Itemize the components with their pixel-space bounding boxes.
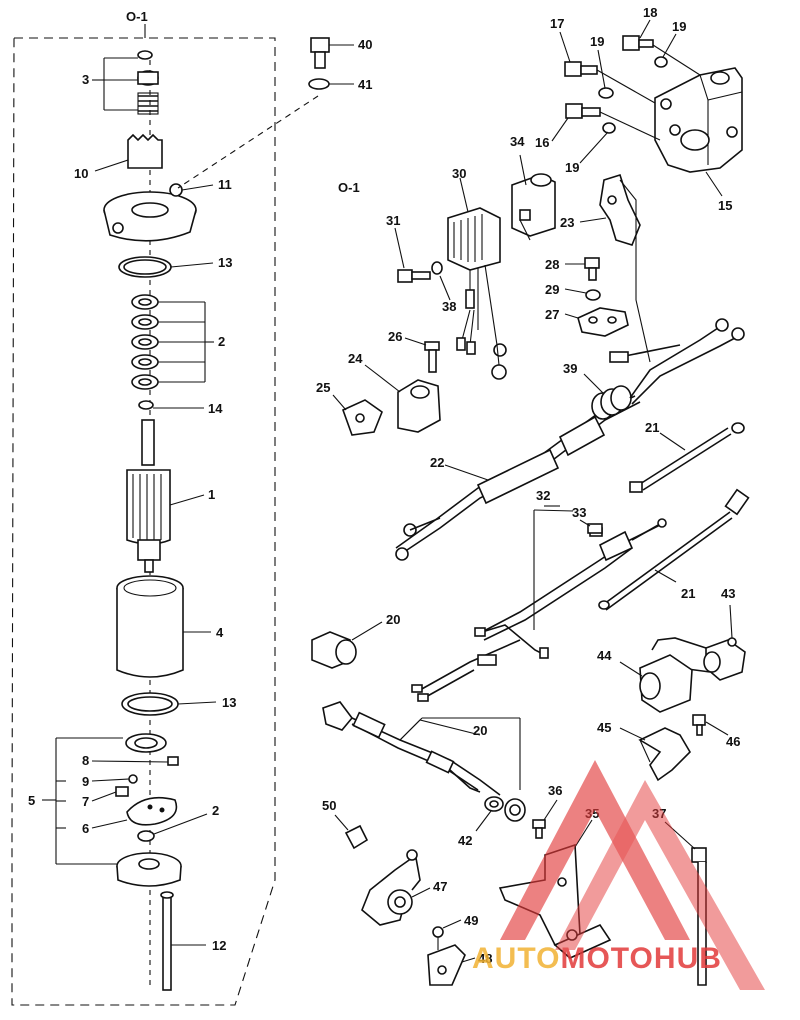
callout-47: 47: [433, 879, 447, 894]
frame-housing: [116, 575, 184, 678]
callout-42: 42: [458, 833, 472, 848]
callout-23: 23: [560, 215, 574, 230]
callout-25: 25: [316, 380, 330, 395]
upper-right-parts: [332, 19, 743, 436]
callout-20b: 20: [473, 723, 487, 738]
relay-group: [619, 604, 746, 782]
callout-9: 9: [82, 774, 89, 789]
callout-2a: 2: [218, 334, 225, 349]
watermark-triangle: [500, 760, 690, 940]
callout-8: 8: [82, 753, 89, 768]
callout-19a: 19: [672, 19, 686, 34]
terminal-block: [511, 173, 556, 237]
callout-15: 15: [718, 198, 732, 213]
callout-11: 11: [218, 177, 232, 192]
through-bolt: [160, 891, 174, 991]
callout-44: 44: [597, 648, 612, 663]
bolt-18: [622, 35, 654, 51]
callout-6: 6: [82, 821, 89, 836]
callout-2b: 2: [212, 803, 219, 818]
callout-32: 32: [536, 488, 550, 503]
callout-13b: 13: [222, 695, 236, 710]
callout-10: 10: [74, 166, 88, 181]
rectifier: [447, 207, 507, 380]
clamp-27: [577, 307, 629, 337]
bolt-16: [565, 103, 601, 119]
callout-48: 48: [478, 951, 492, 966]
callout-46: 46: [726, 734, 740, 749]
callout-31: 31: [386, 213, 400, 228]
callout-34: 34: [510, 134, 525, 149]
callout-18: 18: [643, 5, 657, 20]
callout-24: 24: [348, 351, 363, 366]
watermark-brand-moto: MOTO: [560, 942, 653, 975]
callout-17: 17: [550, 16, 564, 31]
svg-text:AUTOMOTOHUB: AUTOMOTOHUB: [472, 942, 722, 975]
callout-45: 45: [597, 720, 611, 735]
wiring-harness: [395, 179, 745, 561]
callout-o1-top: O-1: [126, 9, 148, 24]
callout-o1-mid: O-1: [338, 180, 360, 195]
starter-motor-assembly: [11, 24, 354, 1006]
callout-3: 3: [82, 72, 89, 87]
callout-36: 36: [548, 783, 562, 798]
callout-26: 26: [388, 329, 402, 344]
callout-14: 14: [208, 401, 223, 416]
mount-bracket: [654, 67, 743, 173]
callout-4: 4: [216, 625, 224, 640]
callout-16: 16: [535, 135, 549, 150]
callout-43: 43: [721, 586, 735, 601]
callout-13a: 13: [218, 255, 232, 270]
thrust-washer-stack: [131, 294, 159, 390]
callout-39: 39: [563, 361, 577, 376]
watermark-logo: AUTOMOTOHUB: [472, 760, 765, 990]
callout-40: 40: [358, 37, 372, 52]
switch-24: [397, 379, 441, 433]
callout-21a: 21: [645, 420, 659, 435]
callout-12: 12: [212, 938, 226, 953]
callout-50: 50: [322, 798, 336, 813]
armature: [126, 419, 171, 573]
callout-7: 7: [82, 794, 89, 809]
callout-19c: 19: [565, 160, 579, 175]
callout-33: 33: [572, 505, 586, 520]
wire-clamp-23: [599, 173, 641, 246]
callout-27: 27: [545, 307, 559, 322]
callout-29: 29: [545, 282, 559, 297]
callout-19b: 19: [590, 34, 604, 49]
wiring-harness-lower: [411, 488, 750, 702]
callout-41: 41: [358, 77, 372, 92]
plate-25: [341, 399, 383, 436]
callout-5: 5: [28, 793, 35, 808]
callout-49: 49: [464, 913, 478, 928]
callout-22: 22: [430, 455, 444, 470]
callout-38: 38: [442, 299, 456, 314]
sensors-20: [311, 621, 526, 832]
callout-20a: 20: [386, 612, 400, 627]
bolt-17: [564, 61, 598, 77]
watermark-brand-hub: HUB: [654, 942, 722, 975]
callout-1: 1: [208, 487, 215, 502]
callout-28: 28: [545, 257, 559, 272]
callout-30: 30: [452, 166, 466, 181]
watermark-brand-auto: AUTO: [472, 942, 560, 975]
callout-21b: 21: [681, 586, 695, 601]
pinion-spring: [137, 92, 159, 115]
